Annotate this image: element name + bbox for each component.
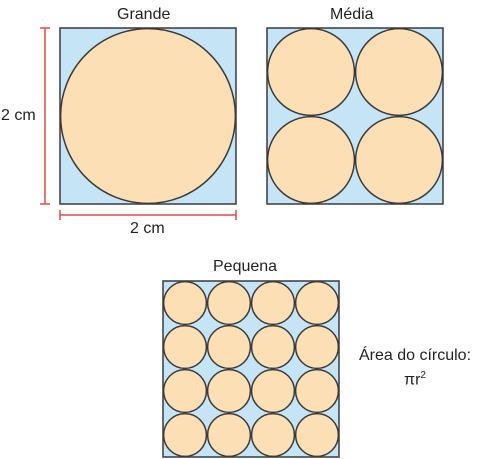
circle-media xyxy=(354,27,444,117)
circle-pequena xyxy=(206,412,252,458)
circle-area-formula: Área do círculo: πr2 xyxy=(347,346,481,390)
circle-pequena xyxy=(294,412,340,458)
circle-pequena xyxy=(250,324,296,370)
circle-pequena xyxy=(250,412,296,458)
figure-grande xyxy=(59,27,237,205)
title-media: Média xyxy=(330,6,374,23)
formula-caption: Área do círculo: xyxy=(358,347,472,364)
figure-media xyxy=(266,27,444,205)
circle-pequena xyxy=(162,368,208,414)
height-dimension-label: 2 cm xyxy=(1,107,36,124)
circle-grande xyxy=(59,27,237,205)
circle-media xyxy=(266,27,356,117)
width-dimension-line xyxy=(59,210,237,220)
title-pequena: Pequena xyxy=(213,258,278,275)
circle-media xyxy=(266,115,356,205)
formula-exponent: 2 xyxy=(420,370,426,381)
height-dimension-line xyxy=(40,27,50,205)
circle-pequena xyxy=(206,368,252,414)
title-grande: Grande xyxy=(117,6,171,23)
circle-pequena xyxy=(162,324,208,370)
figure-pequena xyxy=(162,280,340,458)
circle-pequena xyxy=(206,324,252,370)
circle-pequena xyxy=(294,280,340,326)
circle-pequena xyxy=(206,280,252,326)
circle-pequena xyxy=(250,280,296,326)
circle-pequena xyxy=(250,368,296,414)
circle-pequena xyxy=(162,412,208,458)
formula-expression-line: πr2 xyxy=(347,366,481,390)
circle-pequena xyxy=(162,280,208,326)
width-dimension-label: 2 cm xyxy=(130,220,165,237)
circle-pequena xyxy=(294,324,340,370)
circle-pequena xyxy=(294,368,340,414)
circle-media xyxy=(354,115,444,205)
formula-expression: πr xyxy=(404,371,421,389)
